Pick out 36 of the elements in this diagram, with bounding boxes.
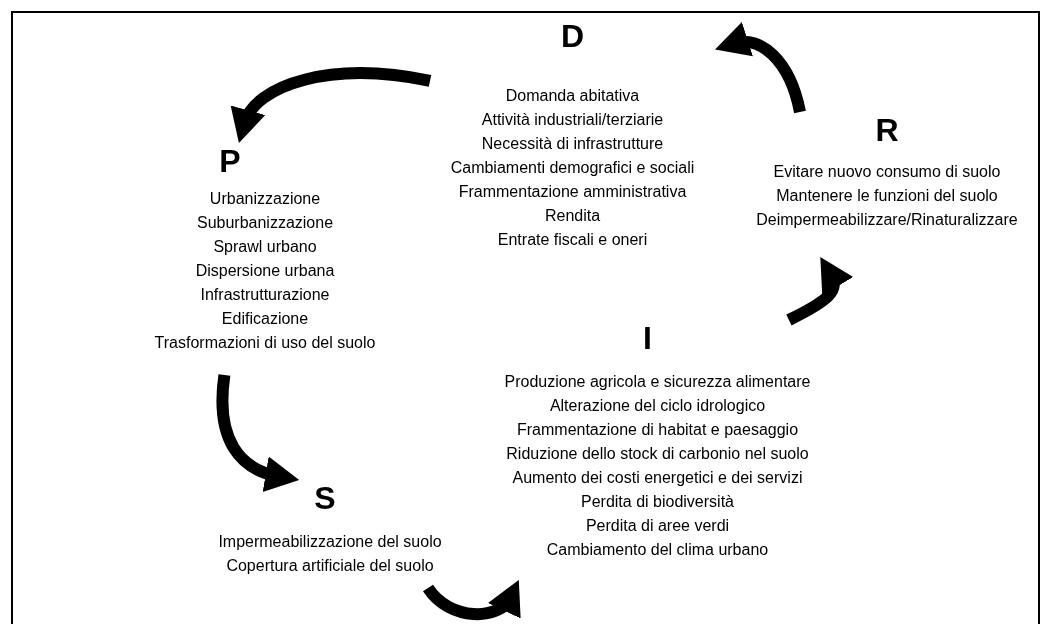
list-item: Entrate fiscali e oneri bbox=[497, 230, 648, 250]
list-item: Dispersione urbana bbox=[195, 261, 335, 281]
stage-letter: R bbox=[875, 112, 899, 148]
list-item: Edificazione bbox=[221, 309, 309, 329]
curved-arrow bbox=[714, 22, 806, 114]
list-item: Necessità di infrastrutture bbox=[481, 134, 664, 154]
list-item: Perdita di biodiversità bbox=[581, 492, 734, 512]
list-item: Domanda abitativa bbox=[505, 86, 640, 106]
list-item: Deimpermeabilizzare/Rinaturalizzare bbox=[756, 210, 1018, 230]
list-item: Sprawl urbano bbox=[213, 237, 317, 257]
list-item: Attività industriali/terziarie bbox=[481, 110, 664, 130]
list-item: Alterazione del ciclo idrologico bbox=[549, 396, 766, 416]
list-item: Produzione agricola e sicurezza alimentare bbox=[504, 372, 811, 392]
curved-arrow bbox=[786, 256, 853, 326]
curved-arrow bbox=[233, 67, 432, 143]
list-item: Infrastrutturazione bbox=[200, 285, 330, 305]
stage-letter: P bbox=[219, 143, 241, 179]
list-item: Rendita bbox=[544, 206, 601, 226]
curved-arrow bbox=[216, 374, 299, 492]
list-item: Cambiamento del clima urbano bbox=[546, 540, 769, 560]
list-item: Perdita di aree verdi bbox=[585, 516, 730, 536]
list-item: Urbanizzazione bbox=[209, 189, 321, 209]
list-item: Trasformazioni di uso del suolo bbox=[154, 333, 376, 353]
list-item: Aumento dei costi energetici e dei servizi bbox=[512, 468, 803, 488]
list-item: Suburbanizzazione bbox=[196, 213, 334, 233]
stage-letter: D bbox=[560, 18, 585, 54]
list-item: Cambiamenti demografici e sociali bbox=[450, 158, 695, 178]
list-item: Riduzione dello stock di carbonio nel suolo bbox=[506, 444, 809, 464]
list-item: Frammentazione amministrativa bbox=[458, 182, 687, 202]
list-item: Impermeabilizzazione del suolo bbox=[218, 532, 442, 552]
list-item: Copertura artificiale del suolo bbox=[226, 556, 434, 576]
list-item: Mantenere le funzioni del suolo bbox=[776, 186, 998, 206]
stage-letter: S bbox=[314, 480, 336, 516]
list-item: Frammentazione di habitat e paesaggio bbox=[516, 420, 799, 440]
list-item: Evitare nuovo consumo di suolo bbox=[773, 162, 1001, 182]
stage-letter: I bbox=[643, 320, 652, 356]
